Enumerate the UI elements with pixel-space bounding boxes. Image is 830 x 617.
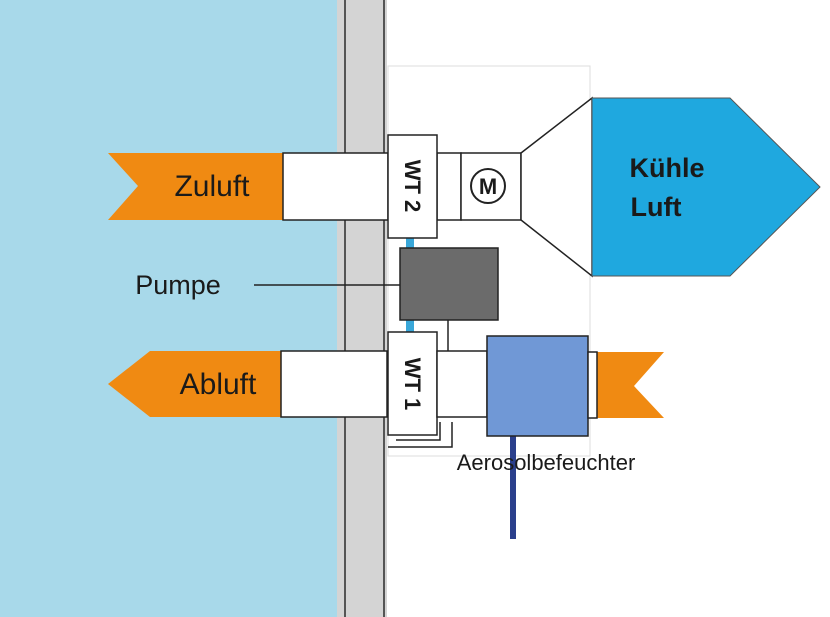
cool-air-label-line2: Luft: [631, 192, 682, 222]
cool-air-label-line1: Kühle: [629, 153, 704, 183]
outside-air-intake: [597, 352, 664, 418]
cool-air-arrow: [591, 97, 821, 277]
exhaust-duct-segment: [436, 350, 488, 418]
pump: [399, 247, 499, 321]
abluft-label: Abluft: [180, 368, 257, 401]
zuluft-duct: [282, 152, 389, 221]
wt2-label: WT 2: [400, 160, 425, 213]
wt1-label: WT 1: [400, 358, 425, 411]
heat-exchanger-1: [387, 331, 438, 436]
supply-duct-segment: [436, 152, 462, 221]
heat-exchanger-2: [387, 134, 438, 239]
motor-label: M: [479, 174, 497, 199]
water-pipe: [510, 435, 516, 539]
intake-duct-segment: [587, 351, 598, 419]
building-interior: [0, 0, 337, 617]
abluft-duct: [280, 350, 388, 418]
diffuser: [520, 96, 593, 278]
aerosol-humidifier: [486, 335, 589, 437]
bypass-line-inner: [396, 422, 441, 441]
zuluft-arrow: [108, 153, 283, 220]
zuluft-label: Zuluft: [174, 170, 250, 203]
pumpe-label: Pumpe: [135, 270, 221, 300]
aerosol-label: Aerosolbefeuchter: [457, 450, 636, 475]
motor-icon: [470, 168, 506, 204]
abluft-arrow: [108, 351, 281, 417]
bypass-line-outer: [388, 422, 453, 448]
